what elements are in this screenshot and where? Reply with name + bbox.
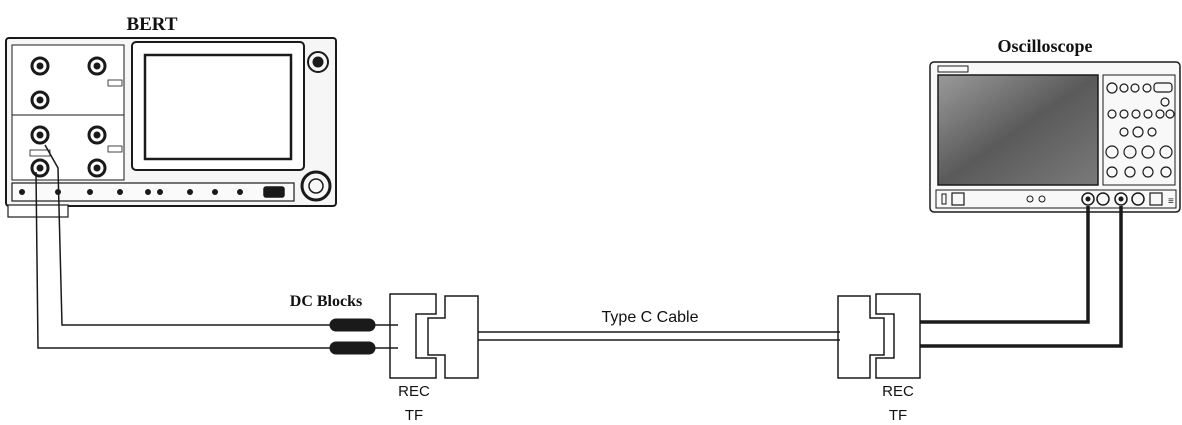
- oscilloscope-instrument: ≡: [929, 61, 1181, 213]
- dc-blocks: [329, 318, 376, 355]
- bert-connector-7: [87, 158, 107, 178]
- scope-controls: [1105, 82, 1175, 178]
- oscilloscope-label: Oscilloscope: [998, 36, 1093, 56]
- bert-connector-2: [30, 90, 50, 110]
- fixture-right-label-rec: REC: [882, 383, 914, 400]
- bert-instrument: [5, 37, 337, 218]
- bert-wire-upper: [44, 144, 330, 326]
- bert-left-panel: [11, 44, 125, 181]
- scope-channel-input-2: [1114, 192, 1128, 206]
- fixture-right-rec: [875, 293, 921, 379]
- bert-connector-5: [87, 125, 107, 145]
- bert-label: BERT: [126, 14, 177, 35]
- scope-channel-input-1: [1081, 192, 1095, 206]
- dc-block-upper: [329, 318, 376, 332]
- scope-wiring: [920, 206, 1123, 348]
- fixture-left: [389, 293, 479, 379]
- bert-button-row: [11, 182, 295, 202]
- fixture-left-label-tf: TF: [405, 407, 423, 424]
- bert-connector-3: [87, 56, 107, 76]
- bert-connector-6: [30, 158, 50, 178]
- fixture-left-tf: [427, 295, 479, 379]
- bert-connector-1: [30, 56, 50, 76]
- fixture-right-tf: [837, 295, 885, 379]
- fixture-left-label-rec: REC: [398, 383, 430, 400]
- svg-text:≡: ≡: [1168, 196, 1174, 207]
- wiring: [35, 144, 840, 349]
- bert-connector-4: [30, 125, 50, 145]
- dc-block-lower: [329, 341, 376, 355]
- type-c-cable-label: Type C Cable: [602, 309, 699, 326]
- bert-wire-lower: [35, 171, 330, 349]
- dc-blocks-label: DC Blocks: [290, 293, 362, 310]
- fixture-right: [837, 293, 921, 379]
- scope-wire-ch1: [920, 206, 1090, 324]
- bert-knob-top: [307, 51, 329, 73]
- bert-screen: [143, 53, 293, 161]
- fixture-right-label-tf: TF: [889, 407, 907, 424]
- scope-wire-ch2: [920, 206, 1123, 348]
- bert-knob-large: [300, 170, 332, 202]
- fixture-left-rec: [389, 293, 437, 379]
- scope-screen: [937, 74, 1099, 186]
